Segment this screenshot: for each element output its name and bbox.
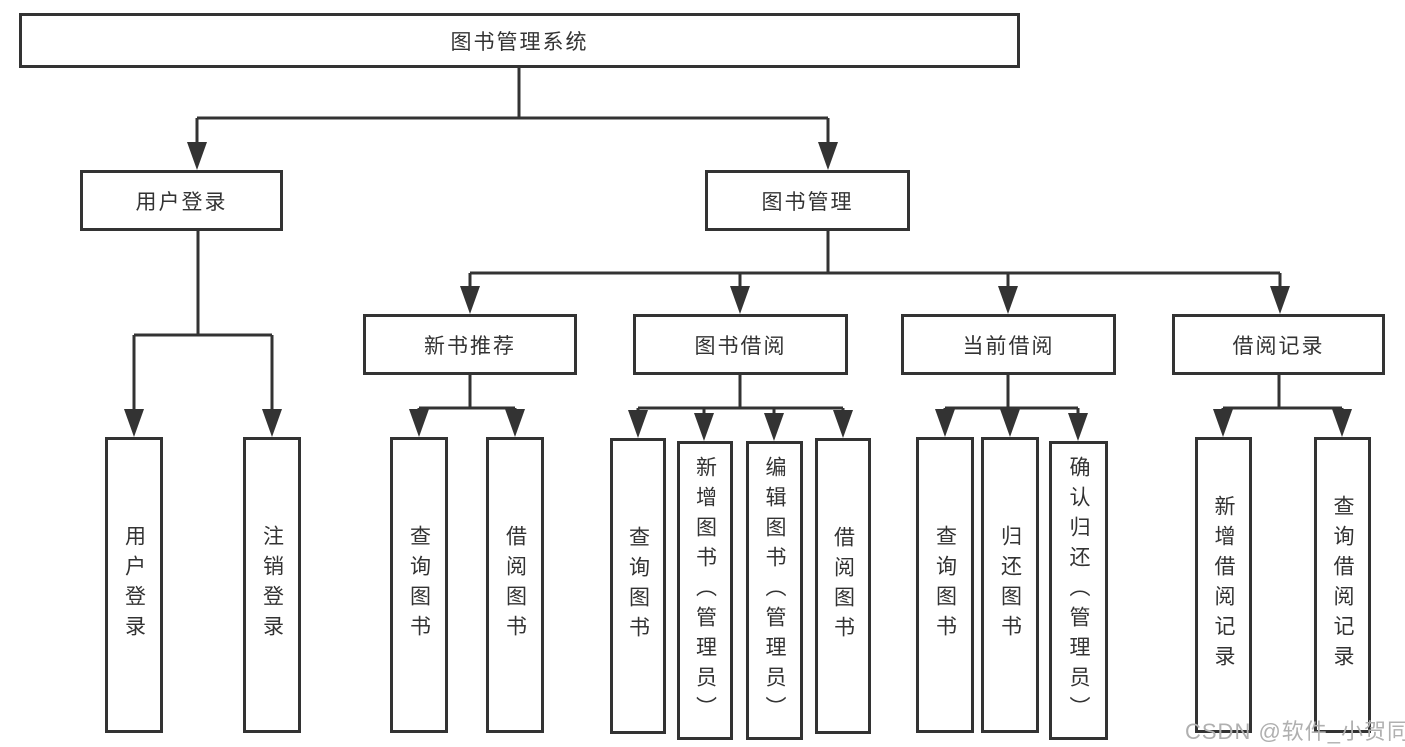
leaf-borrow-books-borrow: 借阅图书 bbox=[815, 438, 871, 734]
leaf-query-books-newbook: 查询图书 bbox=[390, 437, 448, 733]
leaf-label: 用户登录 bbox=[122, 525, 146, 645]
node-book-management: 图书管理 bbox=[705, 170, 910, 231]
leaf-label: 借阅图书 bbox=[831, 526, 855, 646]
leaf-label: 新增图书（管理员） bbox=[693, 455, 717, 726]
leaf-add-book-admin: 新增图书（管理员） bbox=[677, 441, 733, 740]
leaf-label: 查询借阅记录 bbox=[1331, 495, 1354, 675]
leaf-label: 借阅图书 bbox=[503, 525, 527, 645]
connector-root-to-level2 bbox=[195, 68, 830, 146]
leaf-query-books-borrow: 查询图书 bbox=[610, 438, 666, 734]
leaf-add-borrow-record: 新增借阅记录 bbox=[1195, 437, 1252, 733]
node-current-borrow: 当前借阅 bbox=[901, 314, 1116, 375]
leaf-logout: 注销登录 bbox=[243, 437, 301, 733]
leaf-label: 查询图书 bbox=[407, 525, 431, 645]
leaf-label: 编辑图书（管理员） bbox=[763, 455, 786, 726]
connector-bookmgmt-to-level3 bbox=[468, 231, 1282, 290]
leaf-label: 查询图书 bbox=[626, 526, 650, 646]
leaf-label: 新增借阅记录 bbox=[1212, 495, 1235, 675]
connector-userlogin-to-leaves bbox=[132, 231, 274, 413]
leaf-user-login: 用户登录 bbox=[105, 437, 163, 733]
leaf-query-books-current: 查询图书 bbox=[916, 437, 974, 733]
csdn-watermark: CSDN @软件_小贺同学 bbox=[1185, 719, 1405, 744]
node-library-management-system: 图书管理系统 bbox=[19, 13, 1020, 68]
connector-borrowrecord-to-leaves bbox=[1221, 375, 1344, 413]
connector-newbook-to-leaves bbox=[417, 375, 517, 413]
leaf-label: 注销登录 bbox=[260, 525, 284, 645]
node-user-login: 用户登录 bbox=[80, 170, 283, 231]
node-borrow-records: 借阅记录 bbox=[1172, 314, 1385, 375]
node-new-book-recommend: 新书推荐 bbox=[363, 314, 577, 375]
node-book-borrow: 图书借阅 bbox=[633, 314, 848, 375]
leaf-label: 确认归还（管理员） bbox=[1067, 455, 1090, 726]
leaf-return-book: 归还图书 bbox=[981, 437, 1039, 733]
leaf-label: 查询图书 bbox=[933, 525, 957, 645]
leaf-query-borrow-record: 查询借阅记录 bbox=[1314, 437, 1371, 733]
leaf-label: 归还图书 bbox=[998, 525, 1022, 645]
leaf-edit-book-admin: 编辑图书（管理员） bbox=[746, 441, 803, 740]
arrowheads bbox=[124, 142, 1352, 441]
leaf-confirm-return-admin: 确认归还（管理员） bbox=[1049, 441, 1108, 740]
connector-bookborrow-to-leaves bbox=[636, 375, 845, 417]
leaf-borrow-books-newbook: 借阅图书 bbox=[486, 437, 544, 733]
